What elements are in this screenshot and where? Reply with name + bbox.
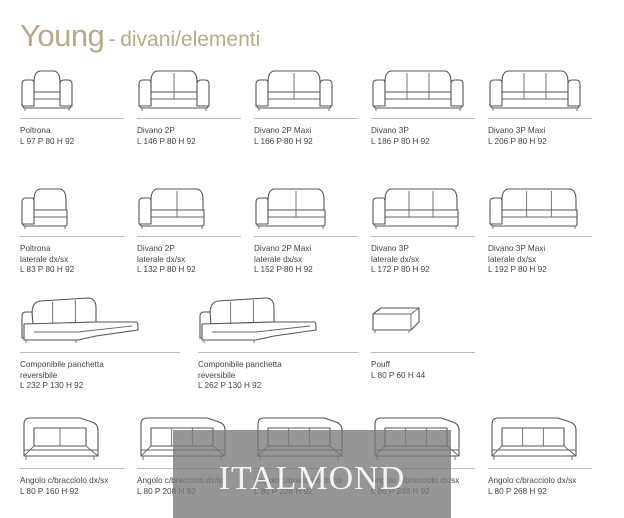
product-name: Divano 2P Maxi bbox=[254, 244, 312, 253]
product-dimensions: L 146 P 80 H 92 bbox=[137, 136, 196, 146]
product-name: Angolo c/bracciolo dx/sx bbox=[488, 476, 577, 485]
product-name: Poltrona bbox=[20, 244, 51, 253]
product-drawing-componibile-262 bbox=[198, 292, 317, 353]
product-dimensions: L 262 P 130 H 92 bbox=[198, 381, 262, 390]
brand-title: Young bbox=[20, 18, 105, 53]
product-drawing-divano-2p-laterale bbox=[137, 180, 241, 237]
product-dimensions: L 172 P 80 H 92 bbox=[371, 265, 430, 274]
title-separator: - bbox=[108, 28, 116, 51]
product-drawing-pouff bbox=[371, 300, 475, 345]
product-name: Divano 2P bbox=[137, 244, 175, 253]
product-name: Divano 2P bbox=[137, 126, 175, 135]
product-dimensions: L 206 P 80 H 92 bbox=[488, 136, 547, 146]
product-dimensions: L 152 P 80 H 92 bbox=[254, 265, 313, 274]
product-dimensions: L 132 P 80 H 92 bbox=[137, 265, 196, 274]
product-name: reversibile bbox=[198, 370, 236, 380]
product-drawing-divano-3p-laterale bbox=[371, 180, 475, 237]
product-name: Divano 3P bbox=[371, 126, 409, 135]
product-dimensions: L 97 P 80 H 92 bbox=[20, 136, 75, 146]
product-name: Poltrona bbox=[20, 126, 51, 135]
divider-componibile-232 bbox=[20, 352, 180, 353]
product-drawing-divano-2p-maxi bbox=[254, 62, 358, 119]
product-dimensions: L 186 P 80 H 92 bbox=[371, 136, 430, 146]
product-dimensions: L 80 P 208 H 92 bbox=[137, 486, 196, 496]
product-name: Componibile panchetta bbox=[20, 360, 104, 369]
divider-divano-3p bbox=[371, 118, 475, 119]
divider-divano-2p-maxi bbox=[254, 118, 358, 119]
divider-divano-3p-maxi-laterale bbox=[488, 236, 592, 237]
divider-poltrona bbox=[20, 118, 124, 119]
watermark-logo-text: ITALMOND bbox=[218, 460, 406, 497]
product-dimensions: L 80 P 160 H 92 bbox=[20, 486, 79, 496]
product-drawing-divano-2p bbox=[137, 62, 241, 119]
product-drawing-angolo-160 bbox=[20, 412, 124, 469]
product-drawing-angolo-268 bbox=[488, 412, 592, 469]
product-name: reversibile bbox=[20, 370, 58, 380]
product-drawing-poltrona bbox=[20, 62, 124, 119]
product-drawing-divano-3p-maxi bbox=[488, 62, 592, 119]
subtitle: divani/elementi bbox=[120, 28, 261, 51]
product-name: laterale dx/sx bbox=[254, 254, 303, 264]
product-name: Divano 2P Maxi bbox=[254, 126, 312, 135]
product-name: Componibile panchetta bbox=[198, 360, 282, 369]
product-name: laterale dx/sx bbox=[20, 254, 69, 264]
product-dimensions: L 80 P 60 H 44 bbox=[371, 370, 426, 380]
product-name: Divano 3P bbox=[371, 244, 409, 253]
divider-angolo-160 bbox=[20, 468, 124, 469]
product-name: Divano 3P Maxi bbox=[488, 244, 546, 253]
product-name: laterale dx/sx bbox=[488, 254, 537, 264]
divider-poltrona-laterale bbox=[20, 236, 124, 237]
product-drawing-divano-3p-maxi-laterale bbox=[488, 180, 592, 237]
divider-pouff bbox=[371, 352, 475, 353]
product-dimensions: L 232 P 130 H 92 bbox=[20, 381, 84, 390]
product-drawing-componibile-232 bbox=[20, 292, 139, 353]
divider-componibile-262 bbox=[198, 352, 358, 353]
product-dimensions: L 166 P 80 H 92 bbox=[254, 136, 313, 146]
page-title: Young - divani/elementi bbox=[20, 18, 260, 54]
divider-divano-3p-laterale bbox=[371, 236, 475, 237]
product-name: Angolo c/bracciolo dx/sx bbox=[20, 476, 109, 485]
divider-divano-2p-laterale bbox=[137, 236, 241, 237]
divider-divano-2p bbox=[137, 118, 241, 119]
product-name: Divano 3P Maxi bbox=[488, 126, 546, 135]
product-name: laterale dx/sx bbox=[371, 254, 420, 264]
product-dimensions: L 80 P 268 H 92 bbox=[488, 486, 547, 496]
divider-divano-2p-maxi-laterale bbox=[254, 236, 358, 237]
product-drawing-divano-3p bbox=[371, 62, 475, 119]
product-drawing-poltrona-laterale bbox=[20, 180, 124, 237]
divider-angolo-268 bbox=[488, 468, 592, 469]
product-drawing-divano-2p-maxi-laterale bbox=[254, 180, 358, 237]
product-dimensions: L 83 P 80 H 92 bbox=[20, 265, 75, 274]
product-name: laterale dx/sx bbox=[137, 254, 186, 264]
watermark: ITALMOND bbox=[173, 430, 451, 518]
product-name: Pouff bbox=[371, 360, 390, 369]
product-dimensions: L 192 P 80 H 92 bbox=[488, 265, 547, 274]
divider-divano-3p-maxi bbox=[488, 118, 592, 119]
